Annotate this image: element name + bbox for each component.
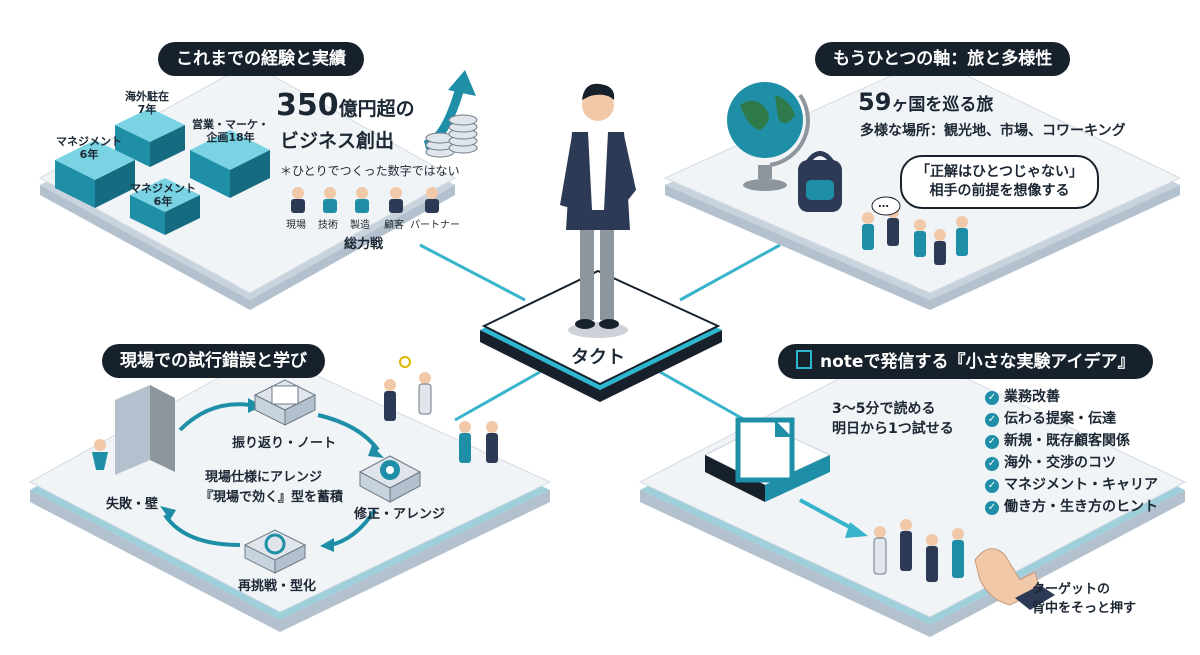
topic-label: 新規・既存顧客関係 bbox=[1004, 433, 1130, 449]
field-arrange-line1: 現場仕様にアレンジ bbox=[205, 470, 323, 485]
topic-item-5: ✓ マネジメント・キャリア bbox=[985, 474, 1158, 494]
revenue-line2: ビジネス創出 bbox=[280, 130, 395, 152]
person-takuto bbox=[560, 83, 636, 338]
step-notes-label: 振り返り・ノート bbox=[232, 436, 337, 451]
stakeholder-label-manufacturing: 製造 bbox=[350, 220, 370, 231]
topic-label: 働き方・生き方のヒント bbox=[1004, 499, 1158, 515]
step-adjust-label: 修正・アレンジ bbox=[354, 507, 446, 522]
revenue-suffix: 億円超の bbox=[338, 98, 415, 120]
cube-label-sales-line1: 営業・マーケ・ bbox=[192, 118, 269, 131]
speech-dots: … bbox=[878, 197, 889, 210]
target-people bbox=[873, 519, 964, 582]
cube-label-overseas-line1: 海外駐在 bbox=[125, 90, 169, 103]
check-icon: ✓ bbox=[985, 391, 999, 405]
stakeholder-label-customer: 顧客 bbox=[384, 220, 404, 231]
refresh-icon bbox=[243, 529, 307, 574]
target-line2: 背中をそっと押す bbox=[1032, 601, 1137, 616]
topic-label: マネジメント・キャリア bbox=[1004, 477, 1158, 493]
field-arrange-line2: 『現場で効く』型を蓄積 bbox=[200, 490, 344, 505]
cube-label-overseas-line2: 7年 bbox=[137, 103, 157, 116]
field-people bbox=[384, 356, 498, 463]
cube-label-management-2-line2: 6年 bbox=[153, 195, 173, 208]
topic-label: 海外・交渉のコツ bbox=[1004, 455, 1116, 471]
quote-line1: 「正解はひとつじゃない」 bbox=[916, 164, 1084, 180]
check-icon: ✓ bbox=[985, 479, 999, 493]
hand-icon bbox=[974, 548, 1055, 610]
cube-label-management-2: マネジメント 6年 bbox=[130, 182, 196, 208]
read-time-line2: 明日から1つ試せる bbox=[832, 421, 954, 437]
gear-icon bbox=[358, 455, 422, 503]
section-title-note: noteで発信する『小さな実験アイデア』 bbox=[778, 344, 1153, 379]
travel-people-group bbox=[862, 196, 968, 265]
check-icon: ✓ bbox=[985, 501, 999, 515]
document-tile bbox=[703, 417, 832, 502]
stakeholder-label-partner: パートナー bbox=[410, 220, 460, 231]
backpack-icon bbox=[798, 151, 842, 212]
experience-cubes bbox=[55, 108, 270, 235]
revenue-figure: 350億円超の bbox=[276, 88, 415, 123]
topic-label: 業務改善 bbox=[1004, 389, 1060, 405]
quote-bubble: 「正解はひとつじゃない」 相手の前提を想像する bbox=[900, 155, 1100, 209]
note-title-text: noteで発信する『小さな実験アイデア』 bbox=[820, 352, 1135, 372]
cube-label-sales-line2: 企画18年 bbox=[206, 131, 255, 144]
notes-icon bbox=[253, 379, 317, 426]
center-label: タクト bbox=[571, 347, 625, 368]
check-icon: ✓ bbox=[985, 457, 999, 471]
topic-label: 伝わる提案・伝達 bbox=[1004, 411, 1116, 427]
cube-label-overseas: 海外駐在 7年 bbox=[125, 90, 169, 116]
stakeholder-label-field: 現場 bbox=[286, 220, 306, 231]
countries-text: ヶ国を巡る旅 bbox=[891, 95, 994, 115]
check-icon: ✓ bbox=[985, 413, 999, 427]
topic-item-6: ✓ 働き方・生き方のヒント bbox=[985, 496, 1158, 516]
total-effort-label: 総力戦 bbox=[344, 237, 384, 252]
cube-label-management-1-line2: 6年 bbox=[79, 148, 99, 161]
section-title-field-learning: 現場での試行錯誤と学び bbox=[102, 344, 325, 378]
countries-figure: 59ヶ国を巡る旅 bbox=[858, 88, 993, 116]
topic-item-4: ✓ 海外・交渉のコツ bbox=[985, 452, 1116, 472]
topic-item-3: ✓ 新規・既存顧客関係 bbox=[985, 430, 1130, 450]
step-retry-label: 再挑戦・型化 bbox=[238, 579, 317, 594]
read-time-line1: 3〜5分で読める bbox=[832, 401, 936, 417]
note-doc-icon bbox=[796, 350, 812, 369]
cube-label-management-2-line1: マネジメント bbox=[130, 182, 196, 195]
connector-lines bbox=[419, 243, 781, 422]
cube-label-management-1: マネジメント 6年 bbox=[56, 135, 122, 161]
cube-label-management-1-line1: マネジメント bbox=[56, 135, 122, 148]
wall-icon bbox=[92, 385, 175, 475]
globe-icon bbox=[727, 82, 810, 191]
section-title-travel: もうひとつの軸：旅と多様性 bbox=[815, 42, 1071, 76]
cube-label-sales: 営業・マーケ・ 企画18年 bbox=[192, 118, 269, 144]
section-title-experience: これまでの経験と実績 bbox=[158, 42, 364, 76]
quote-line2: 相手の前提を想像する bbox=[929, 183, 1070, 199]
growth-arrow-icon bbox=[423, 70, 478, 158]
revenue-note: ＊ひとりでつくった数字ではない bbox=[280, 164, 460, 178]
revenue-number: 350 bbox=[276, 88, 339, 123]
flow-arrow bbox=[799, 498, 868, 538]
topic-item-2: ✓ 伝わる提案・伝達 bbox=[985, 408, 1116, 428]
countries-number: 59 bbox=[858, 88, 892, 116]
topic-item-1: ✓ 業務改善 bbox=[985, 386, 1060, 406]
places-line: 多様な場所：観光地、市場、コワーキング bbox=[860, 123, 1126, 139]
stakeholder-icons bbox=[291, 187, 439, 213]
step-wall-label: 失敗・壁 bbox=[106, 497, 159, 512]
cycle-arrows bbox=[163, 402, 380, 547]
check-icon: ✓ bbox=[985, 435, 999, 449]
stakeholder-label-tech: 技術 bbox=[318, 220, 338, 231]
target-line1: ターゲットの bbox=[1032, 582, 1111, 597]
